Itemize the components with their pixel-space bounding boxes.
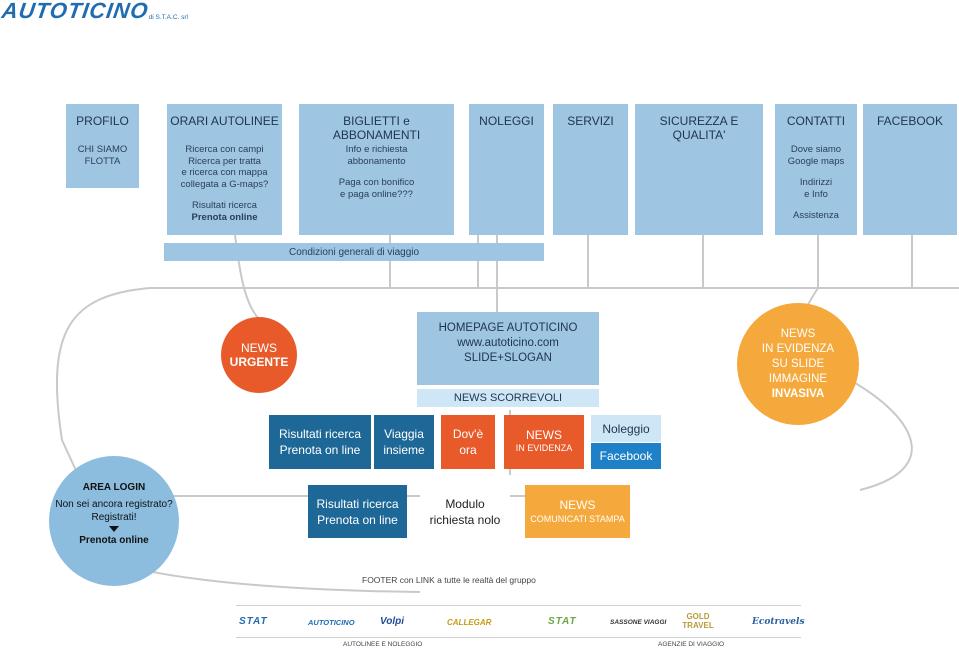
menu-orari-prenota[interactable]: Prenota online — [191, 211, 258, 223]
news-evidence-line: SU SLIDE — [771, 357, 825, 370]
news-evidence-tile[interactable]: NEWS IN EVIDENZA — [504, 415, 584, 469]
homepage-slide: SLIDE+SLOGAN — [464, 352, 552, 364]
footer-left-label: AUTOLINEE E NOLEGGIO — [343, 641, 423, 648]
footer-right-label: AGENZIE DI VIAGGIO — [658, 641, 725, 648]
travel-line1: Viaggia — [384, 427, 424, 441]
menu-biglietti-line: Paga con bonifico — [338, 177, 415, 188]
menu-biglietti[interactable]: BIGLIETTI e ABBONAMENTI Info e richiesta… — [299, 104, 454, 235]
news-urgent-line1: NEWS — [241, 341, 277, 355]
login-line1: Non sei ancora registrato? — [55, 499, 173, 510]
news-evidence-line: NEWS — [780, 327, 816, 340]
form-line2: richiesta nolo — [429, 512, 501, 527]
menu-servizi[interactable]: SERVIZI — [553, 104, 628, 235]
footer-logo-callegar[interactable]: CALLEGAR — [447, 618, 492, 627]
brand-logo: AUTOTICINO di S.T.A.C. srl — [0, 0, 192, 26]
footer-logo-stat[interactable]: STAT — [239, 616, 268, 627]
menu-contatti-line: Google maps — [787, 155, 845, 167]
menu-sicurezza[interactable]: SICUREZZA E QUALITA' — [635, 104, 763, 235]
menu-contatti-line: e Info — [804, 188, 828, 200]
footer-logo-stat-viaggi[interactable]: STAT — [548, 616, 577, 627]
news-evidence-line: INVASIVA — [771, 387, 825, 400]
news-scrolling-bar[interactable]: NEWS SCORREVOLI — [417, 389, 599, 407]
footer-divider — [236, 605, 801, 606]
login-title: AREA LOGIN — [82, 482, 146, 493]
menu-facebook-title[interactable]: FACEBOOK — [876, 114, 944, 128]
news-evidence-circle[interactable]: NEWS IN EVIDENZA SU SLIDE IMMAGINE INVAS… — [737, 303, 859, 425]
footer-logo-volpi[interactable]: Volpi — [380, 616, 405, 627]
menu-profilo-line[interactable]: CHI SIAMO — [77, 144, 128, 155]
news-tile-line1: NEWS — [526, 428, 562, 442]
footer-divider-bottom — [236, 637, 801, 638]
where-line1: Dov'è — [452, 427, 484, 441]
menu-orari-line: Ricerca con campi — [185, 144, 264, 155]
news-urgent-line2: URGENTE — [229, 355, 289, 369]
menu-profilo-line[interactable]: FLOTTA — [84, 155, 121, 167]
homepage-block[interactable]: HOMEPAGE AUTOTICINO www.autoticino.com S… — [417, 312, 599, 385]
menu-orari-autolinee[interactable]: ORARI AUTOLINEE Ricerca con campi Ricerc… — [167, 104, 282, 235]
menu-noleggi[interactable]: NOLEGGI — [469, 104, 544, 235]
login-circle[interactable]: AREA LOGIN Non sei ancora registrato? Re… — [49, 456, 179, 586]
menu-biglietti-line: Info e richiesta — [345, 144, 408, 155]
menu-biglietti-line: e paga online??? — [340, 188, 413, 200]
travel-line2: insieme — [383, 443, 425, 457]
menu-facebook[interactable]: FACEBOOK — [863, 104, 957, 235]
login-register-link[interactable]: Registrati! — [91, 512, 137, 523]
facebook-tile[interactable]: Facebook — [591, 443, 661, 469]
footer-logo-gold-travel[interactable]: GOLD TRAVEL — [682, 612, 714, 630]
travel-together-tile[interactable]: Viaggia insieme — [374, 415, 434, 469]
press-news-tile[interactable]: NEWS COMUNICATI STAMPA — [525, 485, 630, 538]
menu-profilo-title[interactable]: PROFILO — [76, 114, 129, 128]
footer-title: FOOTER con LINK a tutte le realtà del gr… — [362, 575, 536, 585]
menu-sicurezza-title[interactable]: SICUREZZA E QUALITA' — [659, 114, 739, 142]
news-urgent-circle[interactable]: NEWS URGENTE — [221, 317, 297, 393]
menu-contatti-line: Indirizzi — [799, 177, 833, 188]
results2-line2: Prenota on line — [317, 512, 398, 527]
results-line1: Risultati ricerca — [278, 427, 362, 441]
login-prenota-link[interactable]: Prenota online — [79, 535, 149, 546]
menu-contatti[interactable]: CONTATTI Dove siamo Google maps Indirizz… — [775, 104, 857, 235]
news-tile-line2: IN EVIDENZA — [515, 443, 573, 453]
arrow-down-icon — [109, 526, 119, 532]
press-line1: NEWS — [559, 497, 596, 512]
homepage-title: HOMEPAGE AUTOTICINO — [438, 322, 578, 334]
news-evidence-line: IN EVIDENZA — [761, 342, 835, 355]
menu-contatti-title[interactable]: CONTATTI — [786, 114, 846, 128]
menu-orari-line: Ricerca per tratta — [188, 155, 261, 167]
news-scrolling-label: NEWS SCORREVOLI — [453, 392, 563, 404]
rental-tile[interactable]: Noleggio — [591, 415, 661, 442]
form-line1: Modulo — [445, 496, 485, 511]
menu-biglietti-line: abbonamento — [347, 155, 406, 167]
results2-line1: Risultati ricerca — [316, 496, 399, 511]
menu-orari-line: Risultati ricerca — [192, 200, 257, 211]
brand-sub: di S.T.A.C. srl — [148, 14, 188, 21]
where-now-tile[interactable]: Dov'è ora — [441, 415, 495, 469]
rental-request-form[interactable]: Modulo richiesta nolo — [420, 485, 510, 538]
conditions-label: Condizioni generali di viaggio — [289, 247, 420, 258]
facebook-label: Facebook — [599, 449, 653, 463]
where-line2: ora — [459, 443, 477, 457]
results-booking-tile-2[interactable]: Risultati ricerca Prenota on line — [308, 485, 407, 538]
menu-contatti-line: Assistenza — [793, 210, 839, 221]
menu-noleggi-title[interactable]: NOLEGGI — [479, 114, 534, 128]
menu-biglietti-title[interactable]: BIGLIETTI e ABBONAMENTI — [332, 114, 421, 142]
press-line2: COMUNICATI STAMPA — [530, 513, 625, 524]
menu-profilo[interactable]: PROFILO CHI SIAMO FLOTTA — [66, 104, 139, 188]
conditions-bar[interactable]: Condizioni generali di viaggio — [164, 243, 544, 261]
menu-orari-line: e ricerca con mappa — [181, 167, 268, 178]
results-booking-tile[interactable]: Risultati ricerca Prenota on line — [269, 415, 371, 469]
rental-label: Noleggio — [602, 421, 650, 436]
footer-logo-autoticino[interactable]: AUTOTICINO — [308, 618, 355, 627]
menu-contatti-line: Dove siamo — [790, 144, 842, 155]
results-line2: Prenota on line — [279, 443, 361, 457]
menu-orari-title[interactable]: ORARI AUTOLINEE — [170, 114, 279, 128]
menu-orari-line: collegata a G-maps? — [180, 178, 269, 190]
homepage-url[interactable]: www.autoticino.com — [457, 337, 559, 349]
footer-logo-ecotravels[interactable]: Ecotravels — [752, 617, 805, 627]
menu-servizi-title[interactable]: SERVIZI — [567, 114, 614, 128]
footer-logo-sassone[interactable]: SASSONE VIAGGI — [610, 619, 667, 626]
news-evidence-line: IMMAGINE — [768, 372, 828, 385]
